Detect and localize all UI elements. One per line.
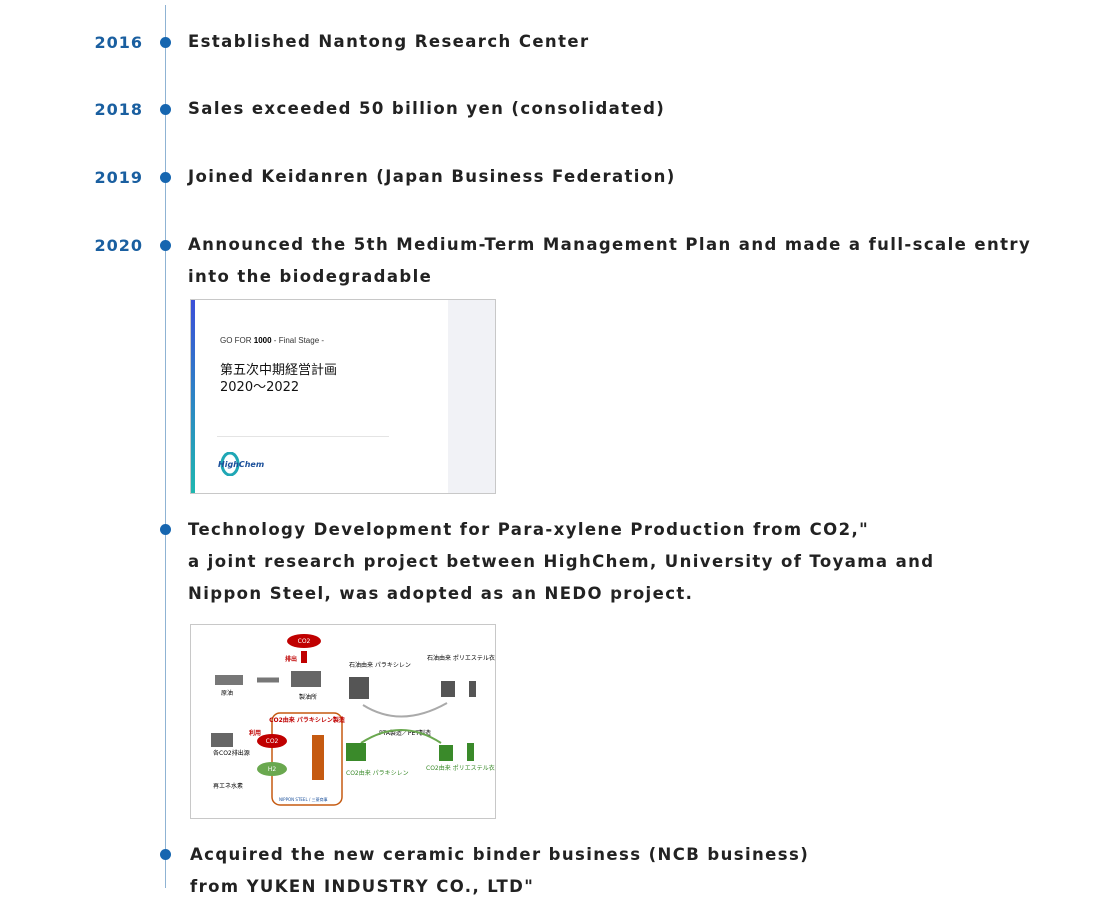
timeline-dot — [160, 37, 171, 48]
svg-text:PTA製造／PET製造: PTA製造／PET製造 — [379, 729, 431, 737]
svg-text:排出: 排出 — [285, 655, 297, 663]
timeline-dot — [160, 524, 171, 535]
timeline-line-text: from YUKEN INDUSTRY CO., LTD" — [190, 877, 535, 896]
slide-subtitle: GO FOR 1000 - Final Stage - — [220, 336, 325, 345]
timeline-year: 2016 — [94, 33, 143, 52]
timeline-dot — [160, 240, 171, 251]
svg-text:原油: 原油 — [221, 689, 233, 697]
timeline-dot — [160, 172, 171, 183]
svg-text:NIPPON STEEL / 三菱商事: NIPPON STEEL / 三菱商事 — [279, 796, 328, 802]
slide-side-panel — [448, 300, 495, 493]
svg-text:H2: H2 — [268, 766, 277, 773]
svg-text:石油由来 ポリエステル衣料 PETボトル: 石油由来 ポリエステル衣料 PETボトル — [427, 654, 495, 662]
timeline-line-text: Established Nantong Research Center — [188, 32, 590, 51]
svg-text:CO2由来 ポリエステル衣料 PETボトル: CO2由来 ポリエステル衣料 PETボトル — [426, 764, 495, 772]
svg-text:再エネ水素: 再エネ水素 — [213, 782, 243, 790]
timeline-year: 2019 — [94, 168, 143, 187]
svg-text:CO2由来 パラキシレン製造: CO2由来 パラキシレン製造 — [269, 716, 345, 724]
timeline-text: Acquired the new ceramic binder business… — [190, 839, 809, 903]
slide-title-text: 第五次中期経営計画 — [220, 363, 338, 378]
timeline-line-text: Announced the 5th Medium-Term Management… — [188, 235, 1032, 254]
timeline-dot — [160, 104, 171, 115]
medium-term-plan-image[interactable]: GO FOR 1000 - Final Stage - 第五次中期経営計画 20… — [190, 299, 496, 494]
timeline-text: Technology Development for Para-xylene P… — [188, 514, 934, 610]
slide-divider — [217, 436, 389, 437]
timeline-line-text: Nippon Steel, was adopted as an NEDO pro… — [188, 584, 694, 603]
svg-text:CO2由来 パラキシレン: CO2由来 パラキシレン — [346, 769, 409, 777]
svg-text:CO2: CO2 — [266, 738, 279, 745]
timeline-line-text: Joined Keidanren (Japan Business Federat… — [188, 167, 676, 186]
svg-text:石油由来 パラキシレン: 石油由来 パラキシレン — [349, 661, 411, 669]
svg-text:製油所: 製油所 — [299, 693, 317, 701]
timeline-line-text: Acquired the new ceramic binder business… — [190, 845, 810, 864]
svg-text:CO2: CO2 — [298, 638, 311, 645]
slide-accent-bar — [191, 300, 195, 493]
timeline-dot — [160, 849, 171, 860]
timeline-year: 2020 — [94, 236, 143, 255]
slide-title: 第五次中期経営計画 2020～2022 — [220, 362, 337, 396]
timeline-line-text: into the biodegradable — [188, 267, 433, 286]
svg-text:利用: 利用 — [248, 729, 261, 737]
highchem-logo: HighChem — [218, 452, 264, 476]
process-diagram: CO2 排出 原油 製油所 石油由来 パラキシレン 石油由来 ポリエステル衣料 … — [211, 634, 495, 806]
timeline-text: Announced the 5th Medium-Term Management… — [188, 229, 1031, 293]
timeline-line-text: Technology Development for Para-xylene P… — [188, 520, 870, 539]
timeline-year: 2018 — [94, 100, 143, 119]
timeline-line-text: Sales exceeded 50 billion yen (consolida… — [188, 99, 666, 118]
svg-text:各CO2排出源: 各CO2排出源 — [213, 749, 250, 757]
timeline-text: Joined Keidanren (Japan Business Federat… — [188, 161, 676, 193]
timeline-text: Sales exceeded 50 billion yen (consolida… — [188, 93, 665, 125]
slide-period: 2020～2022 — [220, 380, 300, 395]
timeline-text: Established Nantong Research Center — [188, 26, 589, 58]
timeline-line-text: a joint research project between HighChe… — [188, 552, 935, 571]
timeline-line — [165, 5, 166, 888]
para-xylene-diagram-image[interactable]: CO2 排出 原油 製油所 石油由来 パラキシレン 石油由来 ポリエステル衣料 … — [190, 624, 496, 819]
